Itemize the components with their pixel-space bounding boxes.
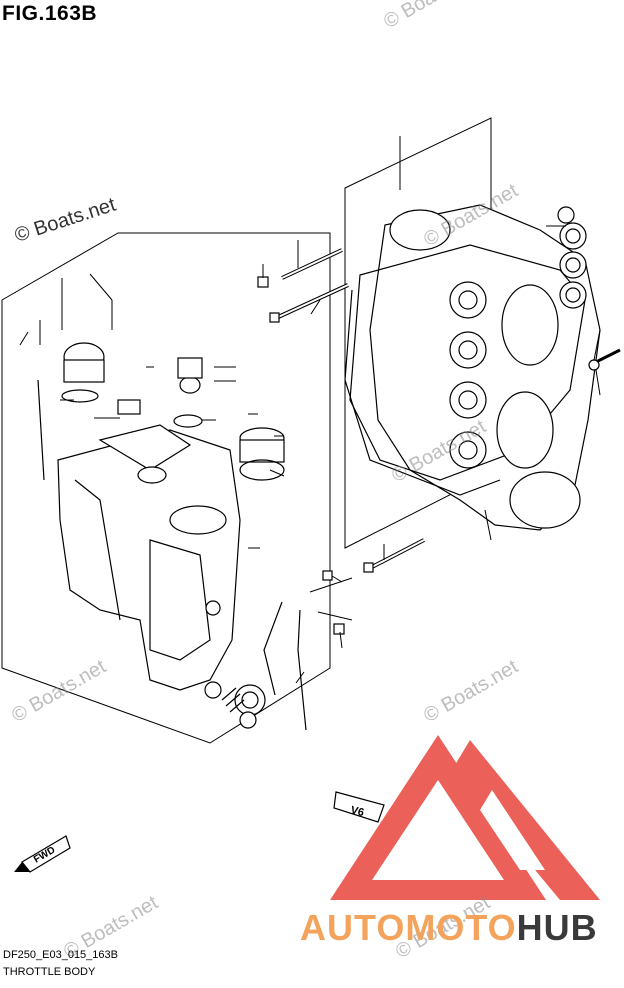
footer-code: DF250_E03_015_163B bbox=[3, 949, 118, 961]
gasket-part-2 bbox=[557, 206, 587, 309]
leader-lines bbox=[19, 136, 601, 684]
automotohub-logo-icon bbox=[330, 735, 600, 900]
figure-title: FIG.163B bbox=[2, 2, 98, 25]
fwd-arrow-icon: FWD bbox=[14, 835, 71, 873]
brand-part-1: AUTOMOTO bbox=[300, 907, 517, 948]
throttle-body-housing bbox=[57, 424, 241, 691]
badge-label: V6 bbox=[349, 804, 365, 819]
v6-badge-icon: V6 bbox=[333, 791, 385, 823]
intake-manifold bbox=[344, 204, 601, 531]
throttle-panel-frame bbox=[1, 232, 331, 744]
brand-part-2: HUB bbox=[516, 907, 598, 948]
bolts bbox=[257, 248, 621, 635]
footer-name: THROTTLE BODY bbox=[3, 966, 96, 978]
brand-wordmark: AUTOMOTOHUB bbox=[300, 907, 598, 949]
sensor-components bbox=[37, 342, 307, 731]
